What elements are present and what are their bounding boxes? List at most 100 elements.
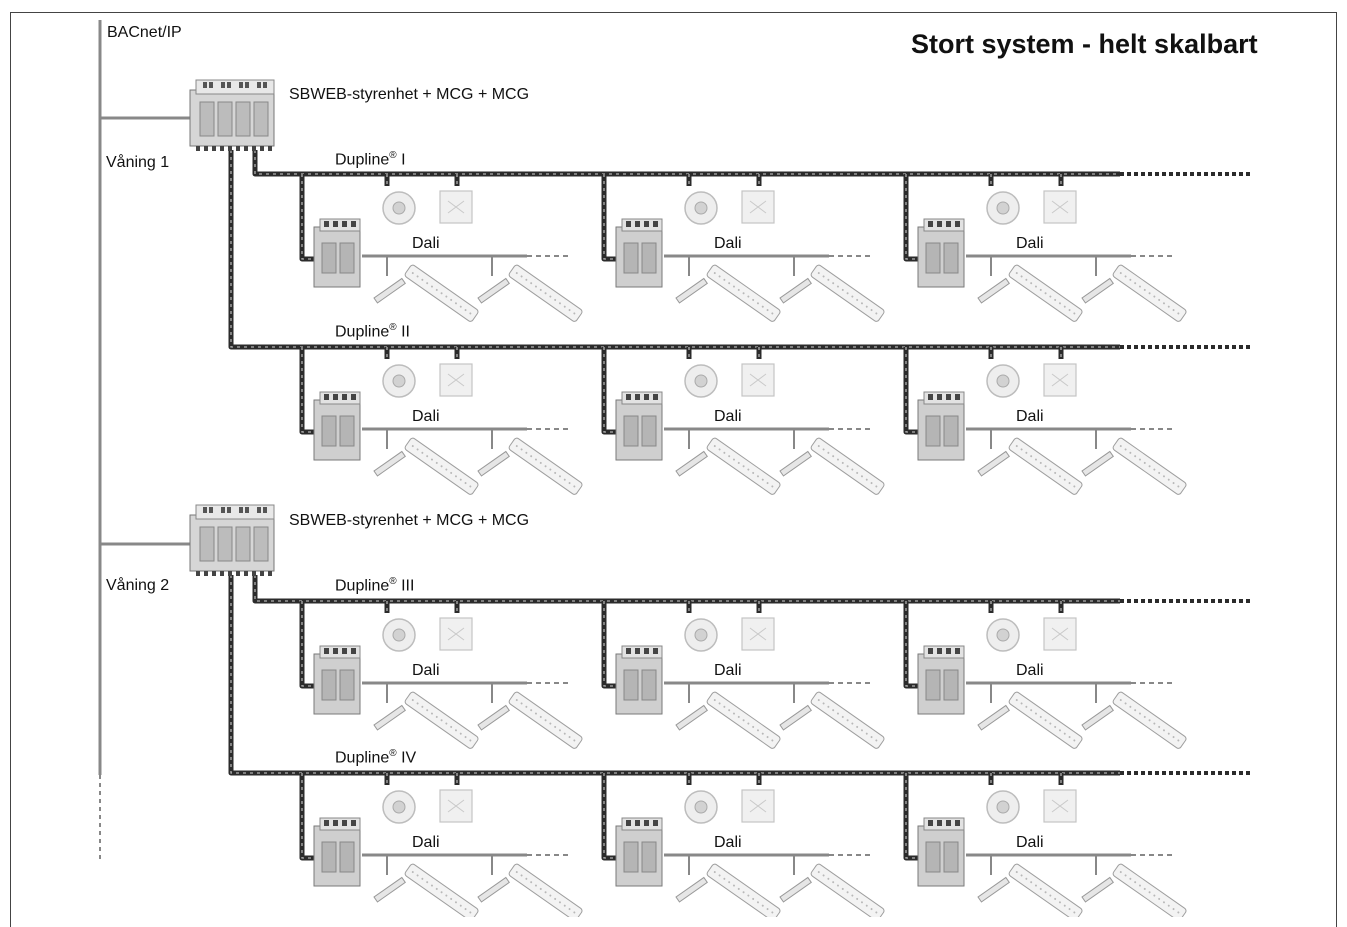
led-dot	[1054, 471, 1057, 474]
led-dot	[856, 725, 859, 728]
sensor-lens	[392, 800, 406, 814]
gateway-drop	[903, 601, 922, 689]
bus-label: Dupline® I	[335, 150, 406, 169]
controller-slot	[235, 526, 251, 562]
led-dot	[554, 725, 557, 728]
terminal	[220, 571, 224, 576]
dali-driver-icon	[675, 277, 708, 304]
led-dot	[530, 455, 533, 458]
terminal	[626, 394, 631, 400]
led-dot	[1030, 881, 1033, 884]
gateway-drop	[601, 601, 620, 689]
led-luminaire-icon	[1112, 863, 1187, 917]
dali-label: Dali	[714, 235, 742, 252]
dali-driver-icon	[1081, 704, 1114, 731]
led-dot	[766, 736, 769, 739]
led-dot	[539, 461, 542, 464]
led-dot	[1138, 712, 1141, 715]
led-dot	[1044, 465, 1047, 468]
led-dot	[713, 445, 716, 448]
driver-body	[477, 450, 510, 477]
led-dot	[563, 305, 566, 308]
led-dot	[530, 709, 533, 712]
led-dot	[1034, 712, 1037, 715]
switch-mark	[1051, 373, 1069, 387]
driver-body	[675, 876, 708, 903]
led-dot	[761, 305, 764, 308]
led-dot	[827, 705, 830, 708]
gateway-drop	[903, 347, 922, 435]
led-dot	[1058, 475, 1061, 478]
driver-body	[779, 876, 812, 903]
terminal	[946, 221, 951, 227]
led-dot	[856, 471, 859, 474]
dali-label: Dali	[412, 834, 440, 851]
led-dot	[1039, 288, 1042, 291]
led-luminaire-icon	[1112, 264, 1187, 322]
led-dot	[728, 881, 731, 884]
controller-label-2: SBWEB-styrenhet + MCG + MCG	[289, 512, 530, 529]
led-dot	[1073, 911, 1076, 914]
terminal	[239, 82, 243, 88]
dali-gateway-icon	[917, 817, 965, 887]
led-dot	[737, 887, 740, 890]
led-dot	[1044, 891, 1047, 894]
led-dot	[1030, 709, 1033, 712]
switch-mark	[749, 373, 767, 387]
sensor-lens	[996, 800, 1010, 814]
led-dot	[573, 312, 576, 315]
led-dot	[544, 465, 547, 468]
led-dot	[520, 275, 523, 278]
terminal	[626, 820, 631, 826]
dali-label: Dali	[412, 408, 440, 425]
led-dot	[421, 451, 424, 454]
pir-sensor-icon	[986, 191, 1020, 225]
led-dot	[747, 894, 750, 897]
led-dot	[1158, 298, 1161, 301]
led-dot	[435, 715, 438, 718]
floor-label-1: Våning 1	[106, 154, 170, 171]
led-dot	[1148, 465, 1151, 468]
dali-gateway-icon	[615, 645, 663, 715]
led-dot	[464, 736, 467, 739]
switch-mark	[447, 627, 465, 641]
led-dot	[469, 739, 472, 742]
led-dot	[1167, 305, 1170, 308]
wall-switch-icon	[439, 789, 473, 823]
gateway-drop	[299, 174, 318, 262]
pir-sensor-icon	[986, 790, 1020, 824]
led-dot	[1134, 282, 1137, 285]
led-dot	[1172, 736, 1175, 739]
led-dot	[723, 705, 726, 708]
controller-slot	[253, 526, 269, 562]
dali-driver-icon	[977, 876, 1010, 903]
gateway-front	[623, 415, 639, 447]
led-dot	[723, 278, 726, 281]
led-dot	[435, 461, 438, 464]
led-dot	[728, 282, 731, 285]
dali-driver-icon	[477, 704, 510, 731]
wall-switch-icon	[741, 363, 775, 397]
led-dot	[851, 722, 854, 725]
led-dot	[742, 465, 745, 468]
cable-twist	[905, 773, 922, 859]
led-dot	[756, 901, 759, 904]
led-dot	[766, 908, 769, 911]
led-dot	[454, 475, 457, 478]
led-dot	[525, 877, 528, 880]
led-dot	[1025, 451, 1028, 454]
terminal	[196, 146, 200, 151]
led-dot	[875, 485, 878, 488]
led-dot	[1138, 884, 1141, 887]
dali-driver-icon	[779, 450, 812, 477]
led-dot	[430, 458, 433, 461]
dali-label: Dali	[1016, 408, 1044, 425]
controller-top	[195, 79, 275, 95]
led-dot	[1015, 272, 1018, 275]
terminal	[644, 648, 649, 654]
driver-body	[1081, 704, 1114, 731]
terminal	[204, 571, 208, 576]
terminal	[955, 648, 960, 654]
driver-body	[779, 450, 812, 477]
